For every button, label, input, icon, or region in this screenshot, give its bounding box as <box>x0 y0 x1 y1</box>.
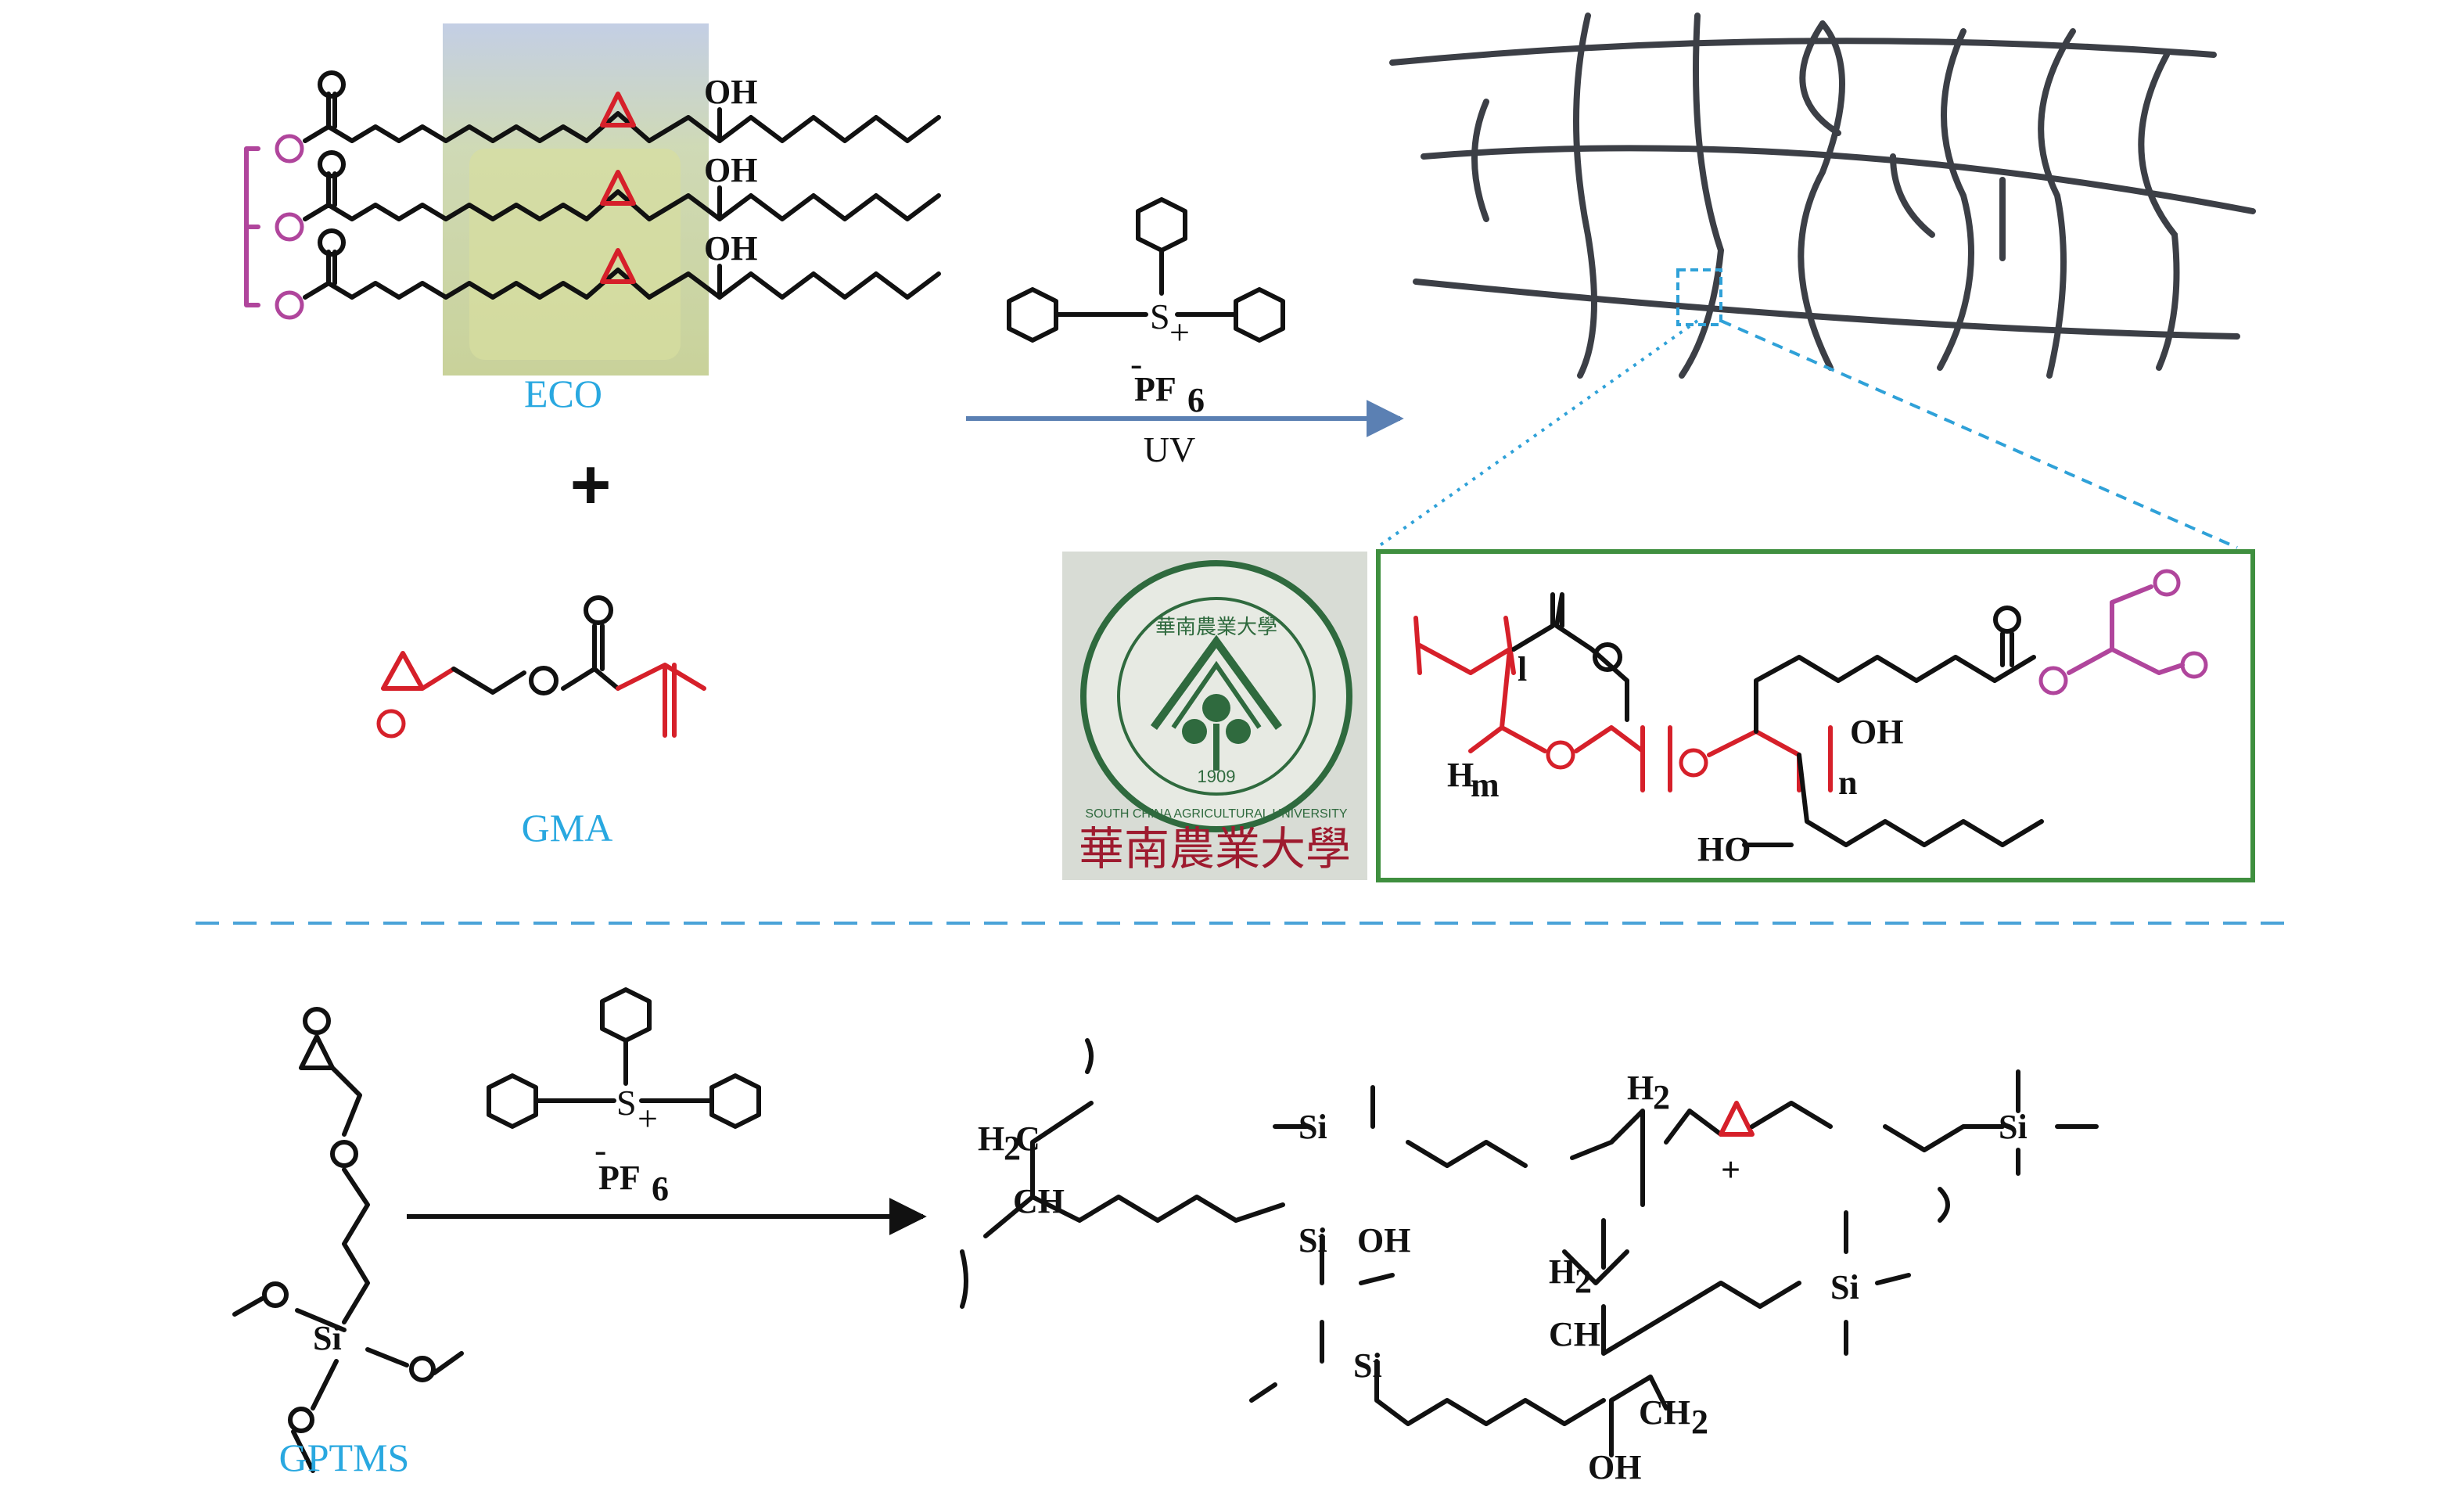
bottom-counterion-minus: - <box>594 1130 606 1170</box>
sulfonium-plus: + <box>1169 312 1190 352</box>
bottom-sulfonium-plus: + <box>638 1098 658 1138</box>
inset-polymer-structure <box>1413 569 2208 847</box>
inset-l-sub: l <box>1518 650 1527 688</box>
bottom-counterion-sub: 6 <box>652 1170 669 1208</box>
counterion-pf: PF <box>1134 370 1176 408</box>
net-h2c-2: H <box>1627 1069 1654 1107</box>
gptms-si: Si <box>313 1319 342 1357</box>
eco-label: ECO <box>524 372 602 415</box>
oh-label-2: OH <box>704 151 757 189</box>
university-seal-photo: 華南農業大學 1909 SOUTH CHINA AGRICULTURAL UNI… <box>1062 552 1367 880</box>
zoom-line-right <box>1720 319 2238 549</box>
gma-structure <box>376 595 706 739</box>
eco-chain-2 <box>303 189 941 221</box>
eco-structure: OH OH OH <box>244 23 941 376</box>
inset-h-label: H <box>1447 756 1474 794</box>
bottom-counterion-pf: PF <box>598 1159 641 1197</box>
oh-label-3: OH <box>704 229 757 268</box>
net-h2c-1-sub: 2 <box>1004 1129 1021 1167</box>
bottom-sulfonium-s: S <box>616 1083 637 1123</box>
net-si-1: Si <box>1298 1108 1327 1146</box>
epoxide-ring-2 <box>600 170 636 206</box>
inset-m-sub: m <box>1471 766 1500 804</box>
glycerol-backbone <box>244 146 260 307</box>
seal-year: 1909 <box>1198 767 1236 786</box>
photoinitiator-top: S + - PF 6 <box>1007 197 1285 419</box>
net-si-5: Si <box>1830 1268 1859 1306</box>
net-ch-1: CH <box>1013 1182 1065 1220</box>
net-ch2-sub: 2 <box>1691 1403 1708 1441</box>
net-h2c-3-sub: 2 <box>1575 1262 1592 1300</box>
uv-condition-label: UV <box>1144 429 1195 469</box>
net-si-2: Si <box>1298 1221 1327 1260</box>
eco-chain-3 <box>303 268 941 300</box>
net-si-4: Si <box>1999 1108 2028 1146</box>
net-si-3: Si <box>1353 1346 1382 1385</box>
net-h2c-1: H <box>978 1119 1004 1158</box>
oh-label-1: OH <box>704 73 757 111</box>
gptms-label: GPTMS <box>279 1436 410 1479</box>
photoinitiator-bottom <box>487 987 761 1129</box>
net-hc: CH <box>1549 1315 1600 1353</box>
net-oh-1: OH <box>1357 1221 1410 1260</box>
net-h2c-3: H <box>1549 1252 1575 1291</box>
plus-sign: + <box>570 446 612 524</box>
net-ch2: CH <box>1639 1393 1690 1432</box>
siloxane-network <box>960 1038 2099 1457</box>
counterion-sub: 6 <box>1187 381 1205 419</box>
epoxide-ring-1 <box>600 92 636 128</box>
epoxide-ring-3 <box>600 248 636 284</box>
stamp-chinese-name: 華南農業大學 <box>1079 822 1351 875</box>
inset-oh-label: OH <box>1850 713 1903 751</box>
net-h2c-2-sub: 2 <box>1653 1078 1670 1116</box>
zoom-line-left <box>1375 319 1699 549</box>
gma-label: GMA <box>522 806 613 850</box>
sulfonium-s: S <box>1150 296 1170 336</box>
seal-ring-text: SOUTH CHINA AGRICULTURAL UNIVERSITY <box>1085 807 1347 821</box>
eco-chain-1 <box>303 111 941 143</box>
counterion-minus: - <box>1130 343 1142 383</box>
net-oh-2: OH <box>1588 1448 1641 1486</box>
gptms-structure <box>232 1007 464 1473</box>
crosslinked-network <box>1389 13 2256 379</box>
net-h2c-1-c: C <box>1015 1119 1040 1158</box>
inset-n-sub: n <box>1838 764 1857 802</box>
zoom-focus-box <box>1676 268 1722 326</box>
eco-beaker-liquid <box>469 149 681 360</box>
inset-ho-label: HO <box>1697 830 1751 868</box>
net-oxonium-plus: + <box>1721 1151 1740 1189</box>
